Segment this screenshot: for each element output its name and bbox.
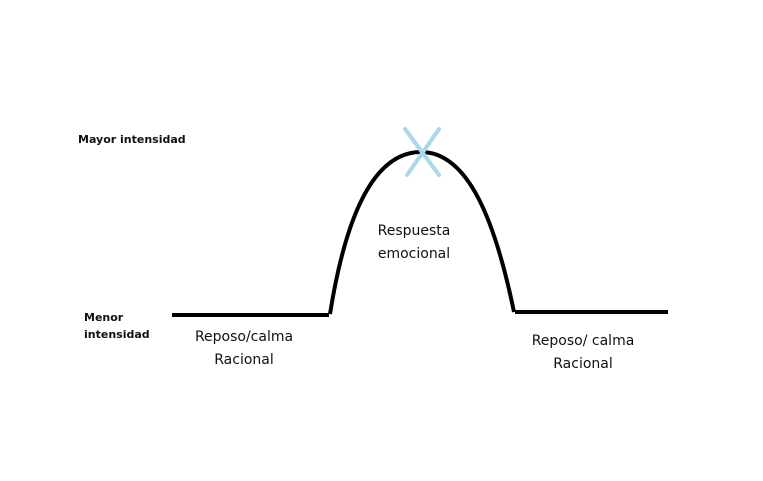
phase-peak-label: Respuesta emocional (378, 220, 451, 266)
phase-before-line1: Reposo/calma (194, 329, 294, 345)
x-mark-icon (403, 127, 441, 177)
phase-after-line1: Reposo/ calma (531, 333, 635, 349)
phase-after-label: Reposo/ calma Racional (532, 330, 635, 376)
low-intensity-line2: intensidad (84, 328, 150, 341)
phase-peak-line1: Respuesta (377, 223, 451, 239)
phase-before-line2: Racional (214, 352, 274, 368)
low-intensity-line1: Menor (84, 311, 124, 324)
high-intensity-label: Mayor intensidad (78, 133, 186, 146)
phase-after-line2: Racional (553, 356, 613, 372)
phase-before-label: Reposo/calma Racional (195, 326, 293, 372)
phase-peak-line2: emocional (377, 246, 451, 262)
low-intensity-label: Menor intensidad (84, 309, 150, 343)
